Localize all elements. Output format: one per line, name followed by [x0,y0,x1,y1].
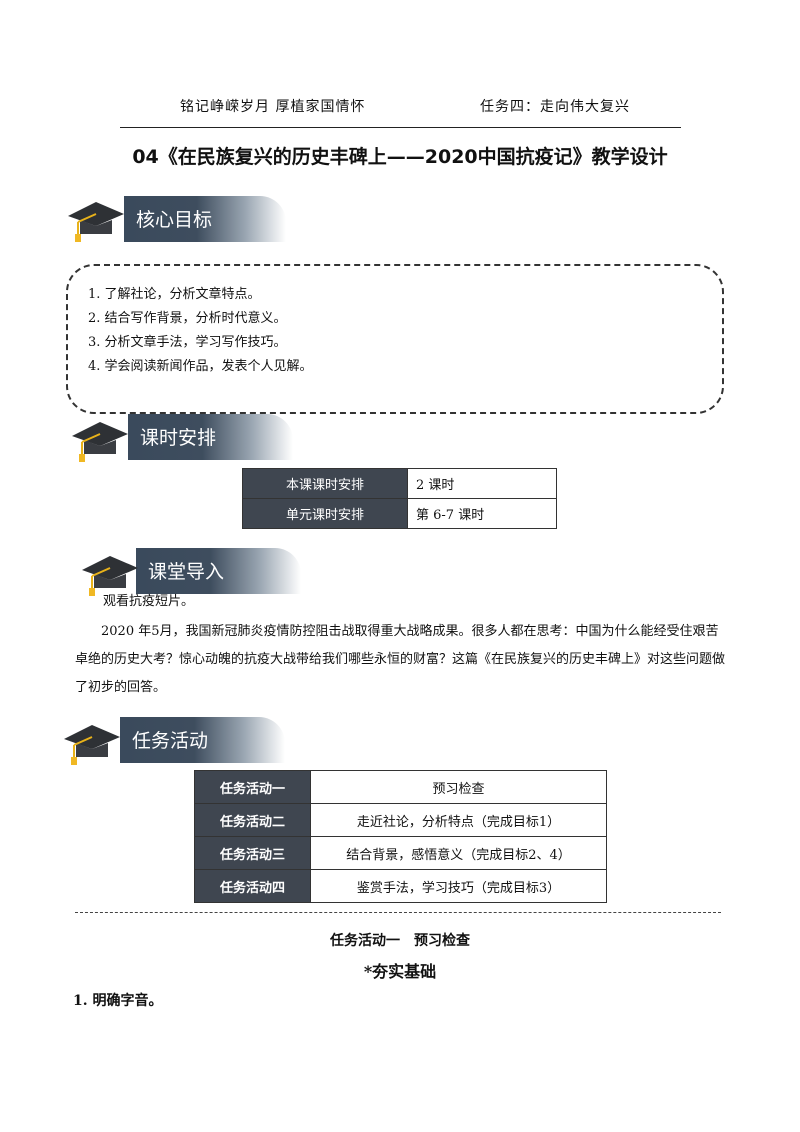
table-cell-key: 单元课时安排 [242,498,408,529]
table-row: 任务活动四 鉴赏手法，学习技巧（完成目标3） [194,869,607,903]
goal-item: 2. 结合写作背景，分析时代意义。 [88,311,287,326]
table-row: 任务活动三 结合背景，感悟意义（完成目标2、4） [194,836,607,870]
section-intro-label: 课堂导入 [148,561,225,583]
goal-item: 3. 分析文章手法，学习写作技巧。 [88,335,287,350]
table-row: 任务活动一 预习检查 [194,770,607,804]
section-schedule-label: 课时安排 [140,427,217,449]
section-schedule: 课时安排 [70,414,300,462]
document-title: 04《在民族复兴的历史丰碑上——2020中国抗疫记》教学设计 [132,146,668,168]
goal-item: 1. 了解社论，分析文章特点。 [88,287,261,302]
section-intro: 课堂导入 [80,548,310,596]
table-cell-value: 预习检查 [310,770,607,804]
graduation-cap-icon [64,725,120,765]
table-cell-value: 鉴赏手法，学习技巧（完成目标3） [310,869,607,903]
table-cell-key: 本课课时安排 [242,468,408,499]
table-row: 单元课时安排 第 6-7 课时 [242,498,557,529]
header-left-text: 铭记峥嵘岁月 厚植家国情怀 [180,99,366,115]
schedule-table: 本课课时安排 2 课时 单元课时安排 第 6-7 课时 [242,468,557,529]
table-row: 任务活动二 走近社论，分析特点（完成目标1） [194,803,607,837]
task-table: 任务活动一 预习检查 任务活动二 走近社论，分析特点（完成目标1） 任务活动三 … [194,770,607,903]
graduation-cap-icon [82,556,138,596]
goals-box [66,264,724,414]
header-divider [120,127,681,128]
goal-item: 4. 学会阅读新闻作品，发表个人见解。 [88,359,313,374]
section-tasks-label: 任务活动 [132,730,209,752]
goals-list: 1. 了解社论，分析文章特点。 2. 结合写作背景，分析时代意义。 3. 分析文… [88,283,313,379]
graduation-cap-icon [68,202,124,242]
section-goals: 核心目标 [66,196,296,242]
header-right-text: 任务四：走向伟大复兴 [480,99,630,115]
table-cell-key: 任务活动三 [194,836,311,870]
table-cell-value: 第 6-7 课时 [407,498,557,529]
graduation-cap-icon [72,422,128,462]
table-cell-value: 走近社论，分析特点（完成目标1） [310,803,607,837]
section-goals-label: 核心目标 [136,209,213,231]
table-cell-value: 2 课时 [407,468,557,499]
section-tasks: 任务活动 [62,717,292,765]
intro-line: 观看抗疫短片。 [103,594,195,609]
activity-heading: 任务活动一 预习检查 [330,933,470,949]
activity-subheading: *夯实基础 [363,962,437,981]
section-divider [75,912,721,913]
table-cell-key: 任务活动四 [194,869,311,903]
table-cell-key: 任务活动一 [194,770,311,804]
table-cell-key: 任务活动二 [194,803,311,837]
intro-paragraph: 2020 年5月，我国新冠肺炎疫情防控阻击战取得重大战略成果。很多人都在思考：中… [75,624,726,695]
table-row: 本课课时安排 2 课时 [242,468,557,499]
table-cell-value: 结合背景，感悟意义（完成目标2、4） [310,836,607,870]
activity-item: 1. 明确字音。 [73,993,163,1009]
